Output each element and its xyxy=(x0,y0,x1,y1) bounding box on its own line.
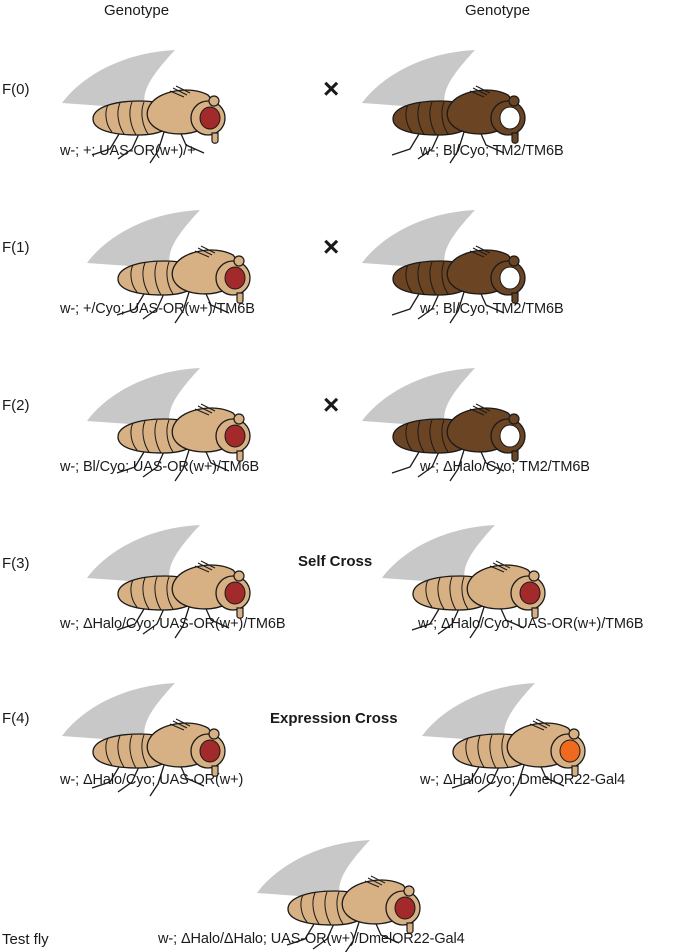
self-cross-label: Self Cross xyxy=(298,553,373,570)
eye xyxy=(199,739,221,763)
eye xyxy=(394,896,416,920)
eye xyxy=(199,106,221,130)
eye xyxy=(559,739,581,763)
eye xyxy=(224,581,246,605)
genotype-f2-left: w-; Bl/Cyo; UAS-OR(w+)/TM6B xyxy=(60,459,260,475)
eye xyxy=(499,106,521,130)
fly-f1-left xyxy=(87,210,251,324)
genotype-f3-left: w-; ΔHalo/Cyo; UAS-OR(w+)/TM6B xyxy=(60,616,286,632)
fly-f4-right xyxy=(422,683,586,797)
fly-f3-right xyxy=(382,525,546,639)
fly-f2-left xyxy=(87,368,251,482)
eye xyxy=(519,581,541,605)
genotype-f3-right: w-; ΔHalo/Cyo; UAS-OR(w+)/TM6B xyxy=(418,616,644,632)
generation-label-f3: F(3) xyxy=(2,555,30,572)
fly-f4-left xyxy=(62,683,226,797)
fly-f0-right xyxy=(362,50,526,164)
generation-label-f1: F(1) xyxy=(2,239,30,256)
fly-f2-right xyxy=(362,368,526,482)
expression-cross-label: Expression Cross xyxy=(270,710,398,727)
right-genotype-header: Genotype xyxy=(465,2,531,19)
eye xyxy=(224,266,246,290)
generation-label-f0: F(0) xyxy=(2,81,30,98)
generation-label-f2: F(2) xyxy=(2,397,30,414)
left-genotype-header: Genotype xyxy=(104,2,170,19)
test-fly-label: Test fly xyxy=(2,931,49,948)
test-fly-genotype: w-; ΔHalo/ΔHalo; UAS-OR(w+)/DmelOR22-Gal… xyxy=(158,931,465,947)
fly-f0-left xyxy=(62,50,226,164)
eye xyxy=(224,424,246,448)
fly-f3-left xyxy=(87,525,251,639)
cross-symbol-f2: × xyxy=(323,389,340,420)
fly-test xyxy=(257,840,421,952)
cross-symbol-f1: × xyxy=(323,231,340,262)
eye xyxy=(499,424,521,448)
fly-f1-right xyxy=(362,210,526,324)
generation-label-f4: F(4) xyxy=(2,710,30,727)
genotype-f2-right: w-; ΔHalo/Cyo; TM2/TM6B xyxy=(420,459,590,475)
eye xyxy=(499,266,521,290)
cross-symbol-f0: × xyxy=(323,73,340,104)
